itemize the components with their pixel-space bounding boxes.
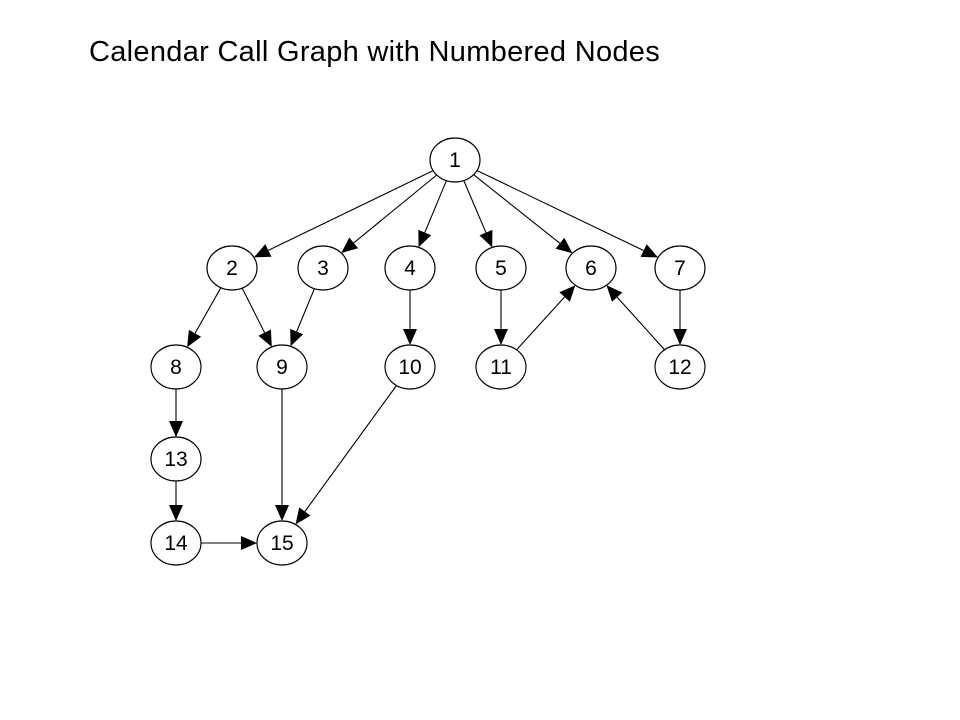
edges-layer [169,170,687,550]
edge-line [516,296,566,351]
arrowhead [555,237,573,254]
node-9: 9 [256,344,308,390]
node-label: 9 [276,356,288,379]
node-12: 12 [654,344,706,390]
arrowhead [559,285,576,302]
edge-2-to-9 [241,287,272,347]
edge-1-to-5 [463,180,493,248]
arrowhead [258,329,272,347]
node-label: 2 [226,257,238,280]
node-13: 13 [150,436,202,482]
node-15: 15 [256,520,308,566]
arrowhead [290,328,304,347]
edge-12-to-6 [606,285,665,351]
node-ellipse [475,245,527,291]
node-label: 10 [398,356,421,379]
edge-1-to-4 [418,180,447,248]
arrowhead [253,244,272,258]
node-ellipse [384,245,436,291]
edge-1-to-3 [341,174,438,253]
node-3: 3 [297,245,349,291]
edge-line [353,174,438,244]
arrowhead [479,229,493,248]
edge-line [424,180,447,233]
arrowhead [295,507,311,525]
node-8: 8 [150,344,202,390]
node-5: 5 [475,245,527,291]
node-label: 6 [585,257,597,280]
node-ellipse [150,520,202,566]
node-label: 1 [449,149,461,172]
edge-1-to-6 [473,174,573,254]
node-ellipse [150,344,202,390]
edge-7-to-12 [673,290,687,345]
arrowhead [494,329,508,345]
node-11: 11 [475,344,527,390]
edge-14-to-15 [201,536,257,550]
node-4: 4 [384,245,436,291]
node-label: 11 [490,356,512,379]
edge-2-to-8 [187,287,222,348]
arrowhead [241,536,257,550]
edge-4-to-10 [403,290,417,345]
edge-line [616,296,665,351]
edge-8-to-13 [169,389,183,437]
edge-3-to-9 [290,288,315,347]
edge-10-to-15 [295,385,397,525]
node-ellipse [206,245,258,291]
node-ellipse [654,245,706,291]
arrowhead [275,505,289,521]
node-label: 14 [164,532,188,555]
edge-13-to-14 [169,481,183,521]
node-ellipse [475,344,527,390]
edge-line [241,287,266,333]
edge-line [463,180,487,233]
arrowhead [169,421,183,437]
edge-line [473,174,561,244]
node-ellipse [429,137,481,183]
node-7: 7 [654,245,706,291]
edge-line [476,170,644,251]
arrowhead [187,329,202,348]
edge-1-to-2 [253,170,434,258]
arrowhead [606,285,623,302]
node-label: 13 [164,448,187,471]
node-ellipse [565,245,617,291]
node-1: 1 [429,137,481,183]
node-ellipse [297,245,349,291]
arrowhead [341,237,359,253]
node-label: 4 [404,257,416,280]
node-label: 15 [270,532,293,555]
node-14: 14 [150,520,202,566]
node-2: 2 [206,245,258,291]
node-ellipse [150,436,202,482]
edge-1-to-7 [476,170,659,258]
node-ellipse [256,344,308,390]
node-6: 6 [565,245,617,291]
node-label: 8 [170,356,182,379]
edge-line [304,385,397,512]
edge-5-to-11 [494,290,508,345]
edge-line [194,287,222,334]
node-label: 5 [495,257,507,280]
arrowhead [673,329,687,345]
node-label: 7 [674,257,686,280]
edge-9-to-15 [275,389,289,521]
node-ellipse [256,520,308,566]
arrowhead [418,229,432,248]
arrowhead [640,244,659,258]
node-ellipse [384,344,436,390]
edge-line [268,170,434,251]
diagram-title: Calendar Call Graph with Numbered Nodes [89,36,661,68]
edge-11-to-6 [516,285,576,351]
node-ellipse [654,344,706,390]
node-10: 10 [384,344,436,390]
node-label: 3 [317,257,329,280]
arrowhead [169,505,183,521]
node-label: 12 [668,356,691,379]
edge-line [296,288,315,332]
arrowhead [403,329,417,345]
